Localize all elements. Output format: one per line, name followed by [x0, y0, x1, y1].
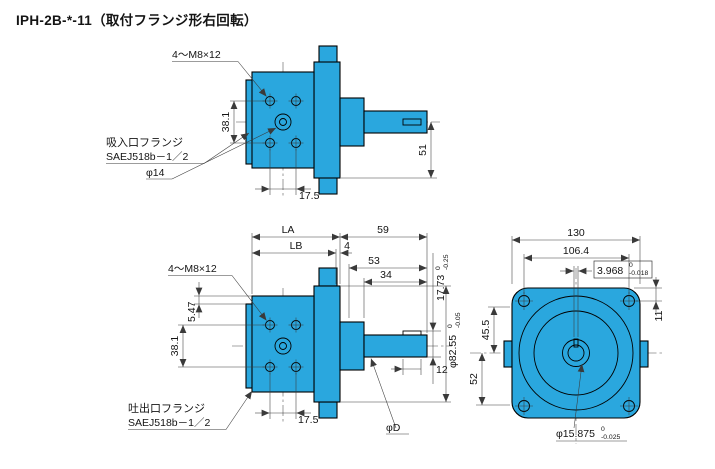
- label-bolt-holes: 4～M8×12: [168, 263, 267, 321]
- label-shaft-diameter: φD: [370, 358, 409, 435]
- bearing-housing: [339, 97, 365, 147]
- dim-53: 53: [348, 255, 427, 318]
- front-view: LA 59 LB 4 53 34: [128, 224, 462, 435]
- dim-59-value: 59: [377, 224, 389, 236]
- dim-tol-upper: 0: [435, 266, 442, 270]
- dim-4-value: 4: [344, 240, 350, 252]
- flange-ear-bottom: [318, 175, 338, 195]
- bolt-holes-label: 4～M8×12: [172, 49, 221, 61]
- bearing-housing: [339, 321, 365, 371]
- suction-port-hole-inner: [279, 118, 287, 126]
- pump-body: [251, 295, 315, 393]
- flange-ear-top: [318, 45, 338, 65]
- dim-value: 52: [468, 373, 480, 385]
- dim-bolt-spacing-vertical: 38.1: [220, 100, 265, 144]
- dim-value: 51: [417, 144, 429, 156]
- bolt-holes-label: 4～M8×12: [168, 263, 217, 275]
- shaft: [363, 110, 428, 134]
- dim-value: 53: [368, 255, 380, 267]
- pump-body: [251, 71, 315, 169]
- dim-lb-value: LB: [290, 240, 303, 252]
- dim-la-value: LA: [282, 224, 295, 236]
- suction-port-hole: [274, 113, 292, 131]
- dim-shaft-center-height: 51: [341, 122, 437, 179]
- top-view: 38.1 4～M8×12 吸入口フランジ SAEJ518b－1／2 φ14: [106, 45, 440, 202]
- mounting-bolt-holes: [515, 292, 638, 415]
- rear-view: 130 106.4 3.968 0 -0.018: [468, 227, 665, 444]
- label-shaft-diameter: φ15.875 0 -0.025: [556, 363, 627, 442]
- shaft-diameter-value: φ15.875: [556, 428, 595, 440]
- dim-bolt-spacing-horizontal: 17.5: [255, 149, 320, 202]
- port-diameter-value: φ14: [146, 167, 165, 179]
- dim-value: 38.1: [169, 336, 181, 357]
- dim-tol-upper: 0: [629, 262, 633, 269]
- shaft-circle: [567, 344, 585, 362]
- dim-bolt-pitch-106-4: 106.4: [523, 245, 630, 294]
- label-discharge-flange: 吐出口フランジ SAEJ518b－1／2: [128, 390, 253, 430]
- dim-tol-lower: -0.25: [443, 254, 450, 270]
- flange-bolt-holes: [262, 317, 304, 375]
- dim-value: 11: [653, 310, 665, 321]
- keyway: [402, 118, 422, 126]
- page-title: IPH-2B-*-11（取付フランジ形右回転）: [16, 13, 258, 28]
- dim-value: 12: [436, 364, 448, 376]
- key: [402, 330, 422, 336]
- dim-bolt-spacing-vertical: 38.1: [169, 324, 265, 368]
- dim-value: 106.4: [563, 245, 589, 257]
- dim-key-width: 3.968 0 -0.018: [560, 260, 653, 337]
- dim-value: 17.5: [299, 190, 320, 202]
- ear-left: [503, 340, 513, 368]
- shaft-tol-upper: 0: [601, 426, 605, 433]
- label-port-diameter: φ14: [146, 127, 277, 180]
- dim-width-130: 130: [511, 227, 641, 284]
- dim-34: 34: [363, 269, 427, 318]
- shaft-tol-lower: -0.025: [601, 434, 620, 441]
- label-bolt-holes: 4～M8×12: [172, 49, 267, 97]
- dim-52: 52: [468, 353, 510, 406]
- dim-value: 5.47: [186, 301, 198, 322]
- dim-key-length: 12: [391, 359, 448, 376]
- suction-flange-standard: SAEJ518b－1／2: [106, 151, 188, 163]
- dim-value: φ82.55: [447, 335, 459, 368]
- basic-dim-frame: [593, 260, 653, 279]
- dim-pilot-diameter: φ82.55 0 -0.05: [341, 285, 462, 403]
- shaft-boss-circle: [562, 339, 590, 367]
- shaft: [363, 334, 428, 358]
- key-slot: [573, 338, 579, 348]
- discharge-flange-label: 吐出口フランジ: [128, 401, 205, 415]
- dim-value: 34: [380, 269, 392, 281]
- dim-value: 45.5: [480, 320, 492, 341]
- dim-lb-4: LB 4: [252, 240, 352, 284]
- dim-11: 11: [634, 277, 665, 321]
- dim-tol-upper: 0: [447, 324, 454, 328]
- dim-bolt-spacing-horizontal: 17.5: [255, 373, 319, 426]
- dim-value: 17.73: [435, 275, 447, 301]
- dim-tol-lower: -0.05: [455, 312, 462, 328]
- pilot-circle: [533, 310, 619, 396]
- dim-value: 3.968: [597, 265, 623, 277]
- dim-value: 17.5: [298, 414, 319, 426]
- dim-value: 38.1: [220, 112, 232, 133]
- dim-la-59: LA 59: [251, 224, 428, 333]
- dim-value: 130: [567, 227, 585, 239]
- ear-right: [639, 340, 649, 368]
- shaft-diameter-value: φD: [386, 422, 401, 434]
- flange-ear-bottom: [318, 401, 338, 419]
- label-suction-flange: 吸入口フランジ SAEJ518b－1／2: [106, 132, 250, 164]
- suction-flange-label: 吸入口フランジ: [106, 137, 183, 149]
- discharge-flange-standard: SAEJ518b－1／2: [128, 417, 210, 429]
- dim-tol-lower: -0.018: [629, 270, 648, 277]
- mounting-flange: [313, 61, 341, 179]
- discharge-port-hole: [274, 337, 292, 355]
- mounting-flange: [313, 285, 341, 403]
- flange-ear-top: [318, 267, 338, 287]
- flange-face: [511, 287, 641, 419]
- dim-45-5: 45.5: [480, 306, 510, 353]
- dim-5-47: 5.47: [186, 282, 252, 322]
- discharge-port-hole-inner: [279, 342, 287, 350]
